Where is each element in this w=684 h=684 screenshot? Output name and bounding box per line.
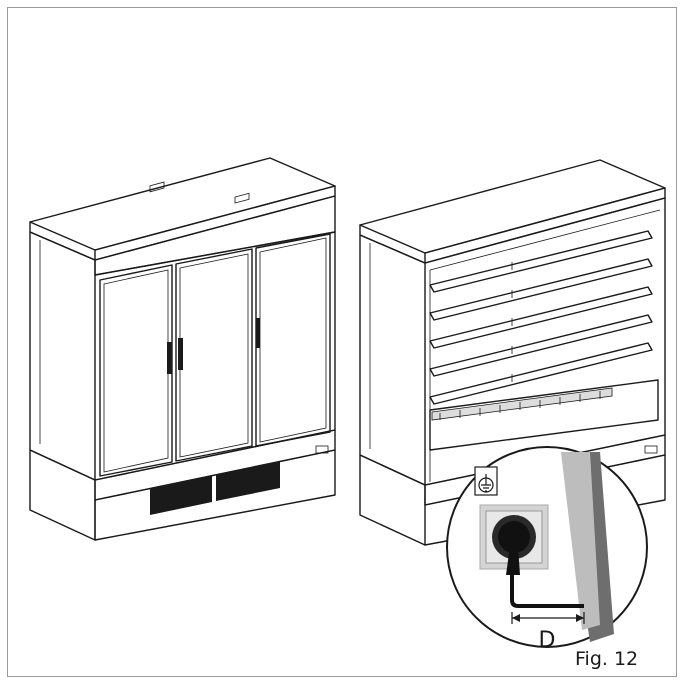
dimension-d-line (511, 612, 585, 624)
open-shelf-cabinet (359, 159, 666, 546)
figure-border (7, 7, 677, 677)
power-plug-icon (492, 515, 584, 608)
figure-caption: Fig. 12 (575, 648, 638, 670)
dimension-label: D (539, 628, 556, 653)
closed-door-cabinet (29, 157, 336, 541)
detail-magnifier: D (446, 446, 648, 653)
earth-ground-icon (474, 466, 498, 496)
